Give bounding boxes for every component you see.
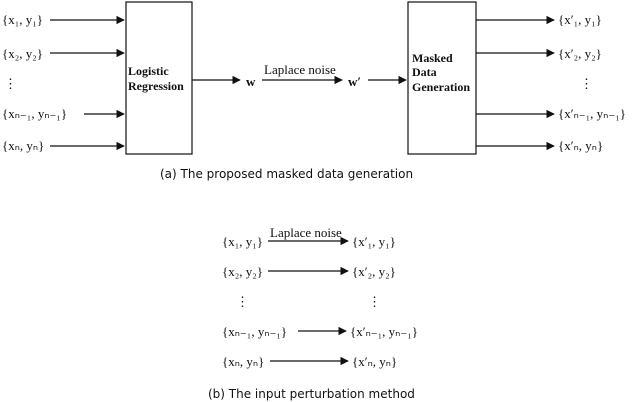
- logistic-regression-label-1: Logistic: [128, 64, 169, 78]
- b-left-label-n: {xₙ, yₙ}: [222, 354, 264, 369]
- b-right-label-2: {x′₂, y₂}: [352, 264, 396, 279]
- b-right-label-n: {x′ₙ, yₙ}: [352, 354, 397, 369]
- masked-data-generation-box: [407, 1, 477, 155]
- input-label-1: {x₁, y₁}: [2, 12, 43, 27]
- w-prime-label: w′: [348, 74, 361, 89]
- output-label-n-1: {x′ₙ₋₁, yₙ₋₁}: [558, 106, 626, 121]
- masked-data-label-3: Generation: [412, 80, 470, 94]
- output-label-2: {x′₂, y₂}: [558, 46, 602, 61]
- input-ellipsis: ⋮: [4, 76, 17, 91]
- b-left-ellipsis: ⋮: [236, 294, 249, 309]
- logistic-regression-box: [125, 1, 193, 155]
- caption-b: (b) The input perturbation method: [208, 387, 415, 401]
- b-left-label-n-1: {xₙ₋₁, yₙ₋₁}: [222, 324, 287, 339]
- input-label-n-1: {xₙ₋₁, yₙ₋₁}: [2, 106, 67, 121]
- b-right-label-1: {x′₁, y₁}: [352, 234, 396, 249]
- masked-data-label-2: Data: [412, 65, 437, 79]
- laplace-noise-label-b: Laplace noise: [270, 225, 342, 240]
- caption-a: (a) The proposed masked data generation: [160, 167, 413, 181]
- part-a: {x₁, y₁} {x₂, y₂} ⋮ {xₙ₋₁, yₙ₋₁} {xₙ, yₙ…: [2, 1, 626, 181]
- logistic-regression-label-2: Regression: [128, 79, 184, 93]
- output-label-1: {x′₁, y₁}: [558, 12, 602, 27]
- masked-data-label-1: Masked: [412, 51, 453, 65]
- b-left-label-2: {x₂, y₂}: [222, 264, 263, 279]
- w-label: w: [246, 74, 256, 89]
- b-right-ellipsis: ⋮: [368, 294, 381, 309]
- part-b: Laplace noise {x₁, y₁} {x₂, y₂} ⋮ {xₙ₋₁,…: [208, 225, 418, 401]
- input-label-2: {x₂, y₂}: [2, 46, 43, 61]
- b-right-label-n-1: {x′ₙ₋₁, yₙ₋₁}: [350, 324, 418, 339]
- output-ellipsis: ⋮: [580, 76, 593, 91]
- laplace-noise-label-a: Laplace noise: [264, 62, 336, 77]
- b-left-label-1: {x₁, y₁}: [222, 234, 263, 249]
- input-label-n: {xₙ, yₙ}: [2, 138, 44, 153]
- output-label-n: {x′ₙ, yₙ}: [558, 138, 603, 153]
